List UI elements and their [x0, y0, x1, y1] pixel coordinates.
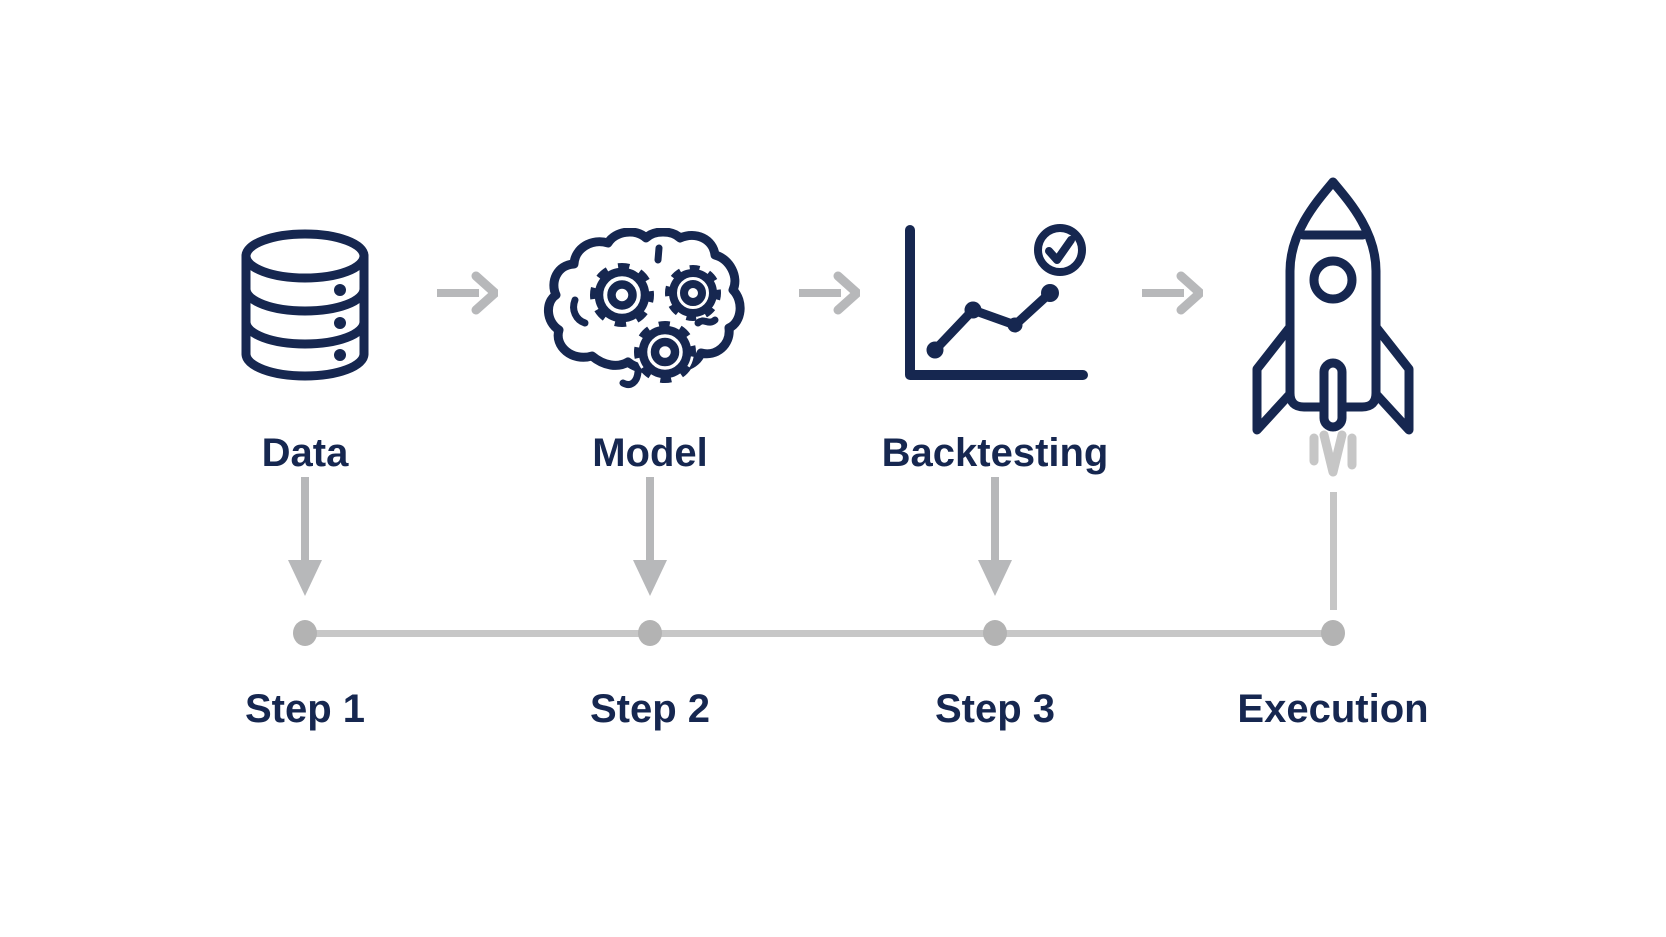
flow-arrow-icon	[437, 271, 498, 315]
flow-arrow-icon	[1142, 271, 1203, 315]
stage-label-data: Data	[261, 431, 349, 475]
check-circle-icon	[1034, 224, 1086, 276]
gear-icon	[590, 263, 654, 327]
connector-line	[1330, 492, 1337, 610]
step-label-2: Step 2	[589, 687, 711, 731]
timeline-dot	[638, 620, 662, 646]
line-chart-check-icon	[905, 224, 1088, 380]
brain-gears-icon	[544, 228, 745, 388]
rocket-window-icon	[1309, 256, 1357, 304]
database-icon	[241, 229, 369, 381]
gear-icon	[665, 265, 721, 321]
rocket-exhaust-icon	[1309, 430, 1357, 477]
flow-arrow-icon	[799, 271, 860, 315]
timeline-dot	[1321, 620, 1345, 646]
step-label-execution: Execution	[1237, 687, 1429, 731]
down-arrow-icon	[633, 477, 667, 596]
down-arrow-icon	[288, 477, 322, 596]
stage-label-backtesting: Backtesting	[881, 431, 1109, 475]
down-arrow-icon	[978, 477, 1012, 596]
timeline-dot	[293, 620, 317, 646]
stage-label-model: Model	[592, 431, 708, 475]
timeline-line	[305, 630, 1333, 637]
step-label-3: Step 3	[934, 687, 1056, 731]
gear-icon	[634, 321, 696, 383]
timeline-dot	[983, 620, 1007, 646]
rocket-icon	[1252, 177, 1414, 477]
step-label-1: Step 1	[244, 687, 366, 731]
